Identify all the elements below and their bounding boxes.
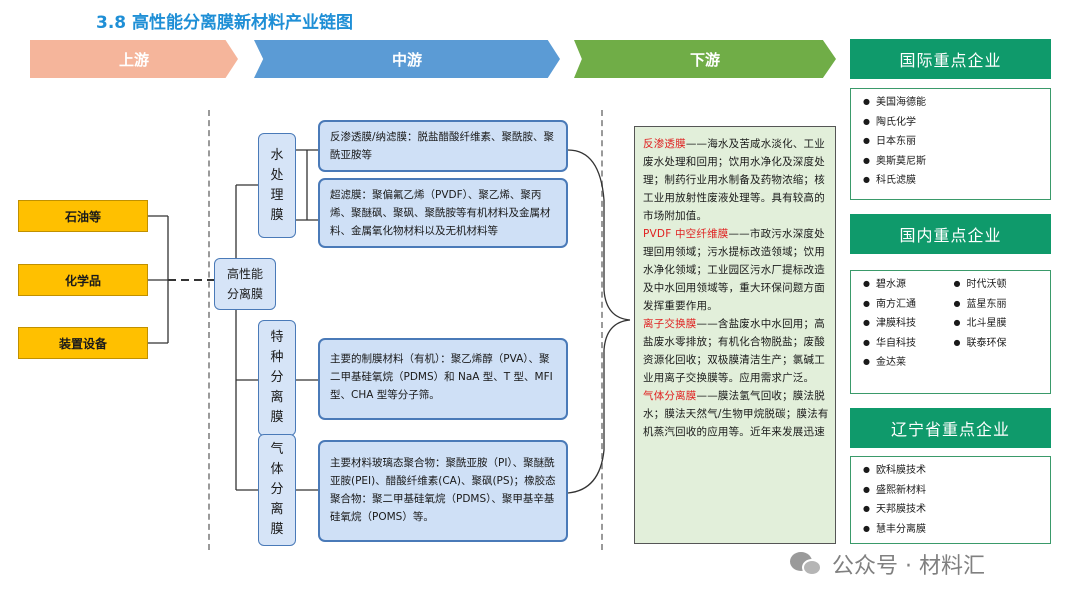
company-item: 陶氏化学	[863, 113, 1038, 133]
liaoning-companies-title: 辽宁省重点企业	[850, 408, 1051, 448]
liaoning-companies-list: 欧科膜技术 盛熙新材料 天邦膜技术 慧丰分离膜	[850, 456, 1051, 544]
wechat-icon	[790, 550, 824, 578]
company-item: 奥斯莫尼斯	[863, 152, 1038, 172]
midstream-box-special: 主要的制膜材料（有机）：聚乙烯醇（PVA）、聚二甲基硅氧烷（PDMS）和 NaA…	[318, 338, 568, 420]
company-item: 美国海德能	[863, 93, 1038, 113]
midstream-box-ro-nf: 反渗透膜/纳滤膜：脱盐醋酸纤维素、聚酰胺、聚酰亚胺等	[318, 120, 568, 172]
upstream-item-oil: 石油等	[18, 200, 148, 232]
divider-upstream-midstream	[208, 110, 210, 550]
company-item: 金达莱	[863, 353, 948, 373]
domestic-companies-list: 碧水源 南方汇通 津膜科技 华自科技 金达莱 时代沃顿 蓝星东丽 北斗星膜 联泰…	[850, 270, 1051, 394]
international-companies-list: 美国海德能 陶氏化学 日本东丽 奥斯莫尼斯 科氏滤膜	[850, 88, 1051, 200]
company-item: 南方汇通	[863, 295, 948, 315]
domestic-companies-title: 国内重点企业	[850, 214, 1051, 254]
company-item: 欧科膜技术	[863, 461, 1038, 481]
company-item: 津膜科技	[863, 314, 948, 334]
midstream-band: 中游	[254, 40, 560, 78]
midstream-box-gas: 主要材料玻璃态聚合物：聚酰亚胺（PI）、聚醚酰亚胺(PEI)、醋酸纤维素(CA)…	[318, 440, 568, 542]
company-item: 天邦膜技术	[863, 500, 1038, 520]
watermark-text: 公众号 · 材料汇	[832, 554, 985, 579]
upstream-band: 上游	[30, 40, 238, 78]
company-item: 科氏滤膜	[863, 171, 1038, 191]
page-title: 3.8 高性能分离膜新材料产业链图	[96, 13, 354, 33]
company-item: 慧丰分离膜	[863, 520, 1038, 540]
company-item: 北斗星膜	[954, 314, 1039, 334]
company-item: 时代沃顿	[954, 275, 1039, 295]
hub-line-1: 高性能	[226, 267, 263, 281]
company-item: 联泰环保	[954, 334, 1039, 354]
category-gas-separation: 气体 分离 膜	[258, 434, 296, 546]
watermark: 公众号 · 材料汇	[790, 548, 985, 580]
category-water-treatment: 水处 理膜	[258, 133, 296, 238]
company-item: 蓝星东丽	[954, 295, 1039, 315]
downstream-item-ion-exchange: 离子交换膜——含盐废水中水回用；高盐废水零排放；有机化合物脱盐；废酸资源化回收；…	[643, 318, 825, 384]
company-item: 碧水源	[863, 275, 948, 295]
downstream-item-ro: 反渗透膜——海水及苦咸水淡化、工业废水处理和回用；饮用水净化及深度处理；制药行业…	[643, 138, 825, 222]
downstream-item-gas: 气体分离膜——膜法氢气回收；膜法脱水；膜法天然气/生物甲烷脱碳；膜法有机蒸汽回收…	[643, 390, 829, 438]
company-item: 盛熙新材料	[863, 481, 1038, 501]
category-special-separation: 特种 分离 膜	[258, 320, 296, 436]
downstream-item-pvdf: PVDF 中空纤维膜——市政污水深度处理回用领域；污水提标改造领域；饮用水净化领…	[643, 228, 825, 312]
downstream-band: 下游	[574, 40, 836, 78]
international-companies-title: 国际重点企业	[850, 39, 1051, 79]
upstream-item-equipment: 装置设备	[18, 327, 148, 359]
hub-node: 高性能 分离膜	[214, 258, 276, 310]
company-item: 日本东丽	[863, 132, 1038, 152]
company-item: 华自科技	[863, 334, 948, 354]
divider-midstream-downstream	[601, 110, 603, 550]
midstream-box-uf: 超滤膜：聚偏氟乙烯（PVDF）、聚乙烯、聚丙烯、聚醚砜、聚砜、聚酰胺等有机材料及…	[318, 178, 568, 248]
downstream-applications: 反渗透膜——海水及苦咸水淡化、工业废水处理和回用；饮用水净化及深度处理；制药行业…	[634, 126, 836, 544]
upstream-item-chemicals: 化学品	[18, 264, 148, 296]
hub-line-2: 分离膜	[226, 287, 263, 301]
